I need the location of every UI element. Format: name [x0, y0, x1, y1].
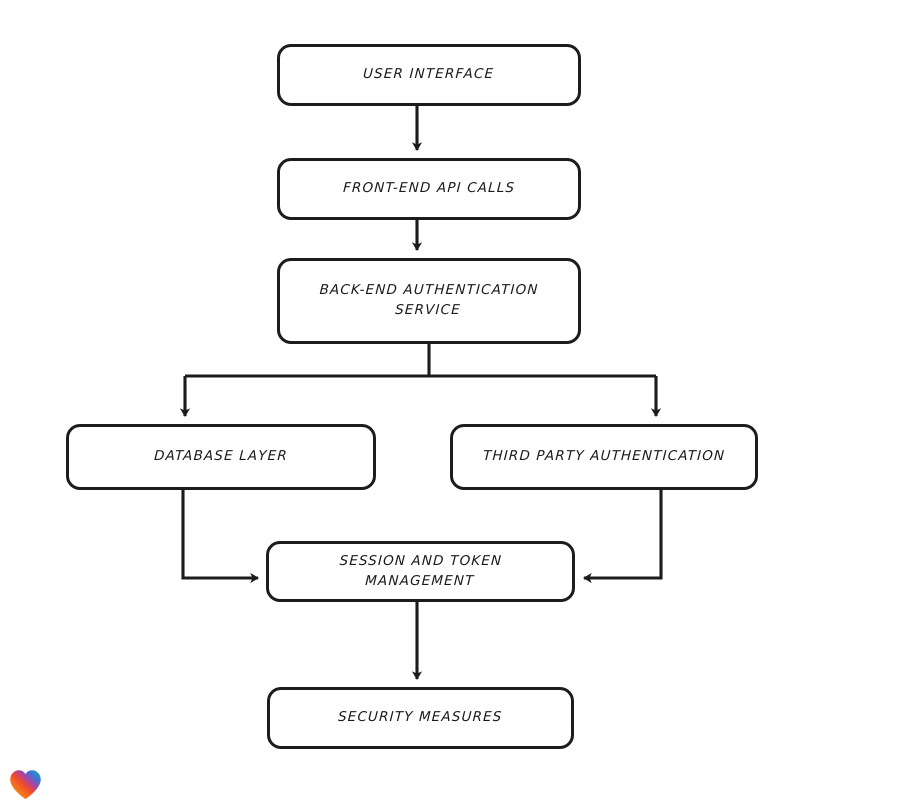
connector-thirdparty-to-session [582, 490, 663, 584]
node-user-interface[interactable]: USER INTERFACE [277, 44, 581, 106]
node-third-party-auth[interactable]: THIRD PARTY AUTHENTICATION [450, 424, 758, 490]
node-backend-auth-service[interactable]: BACK-END AUTHENTICATION SERVICE [277, 258, 581, 344]
node-security-measures-label: SECURITY MEASURES [337, 709, 504, 726]
node-backend-auth-service-label: BACK-END AUTHENTICATION SERVICE [319, 282, 540, 318]
node-session-token-mgmt[interactable]: SESSION AND TOKEN MANAGEMENT [266, 541, 575, 602]
node-frontend-api-calls-label: FRONT-END API CALLS [342, 180, 516, 197]
node-frontend-api-calls[interactable]: FRONT-END API CALLS [277, 158, 581, 220]
node-database-layer-label: DATABASE LAYER [153, 448, 289, 465]
heart-icon [10, 770, 41, 800]
connector-database-to-session [181, 490, 260, 584]
node-session-token-mgmt-label: SESSION AND TOKEN MANAGEMENT [339, 552, 503, 589]
node-third-party-auth-label: THIRD PARTY AUTHENTICATION [482, 448, 726, 465]
node-user-interface-label: USER INTERFACE [363, 66, 496, 83]
node-database-layer[interactable]: DATABASE LAYER [66, 424, 376, 490]
node-security-measures[interactable]: SECURITY MEASURES [267, 687, 574, 749]
